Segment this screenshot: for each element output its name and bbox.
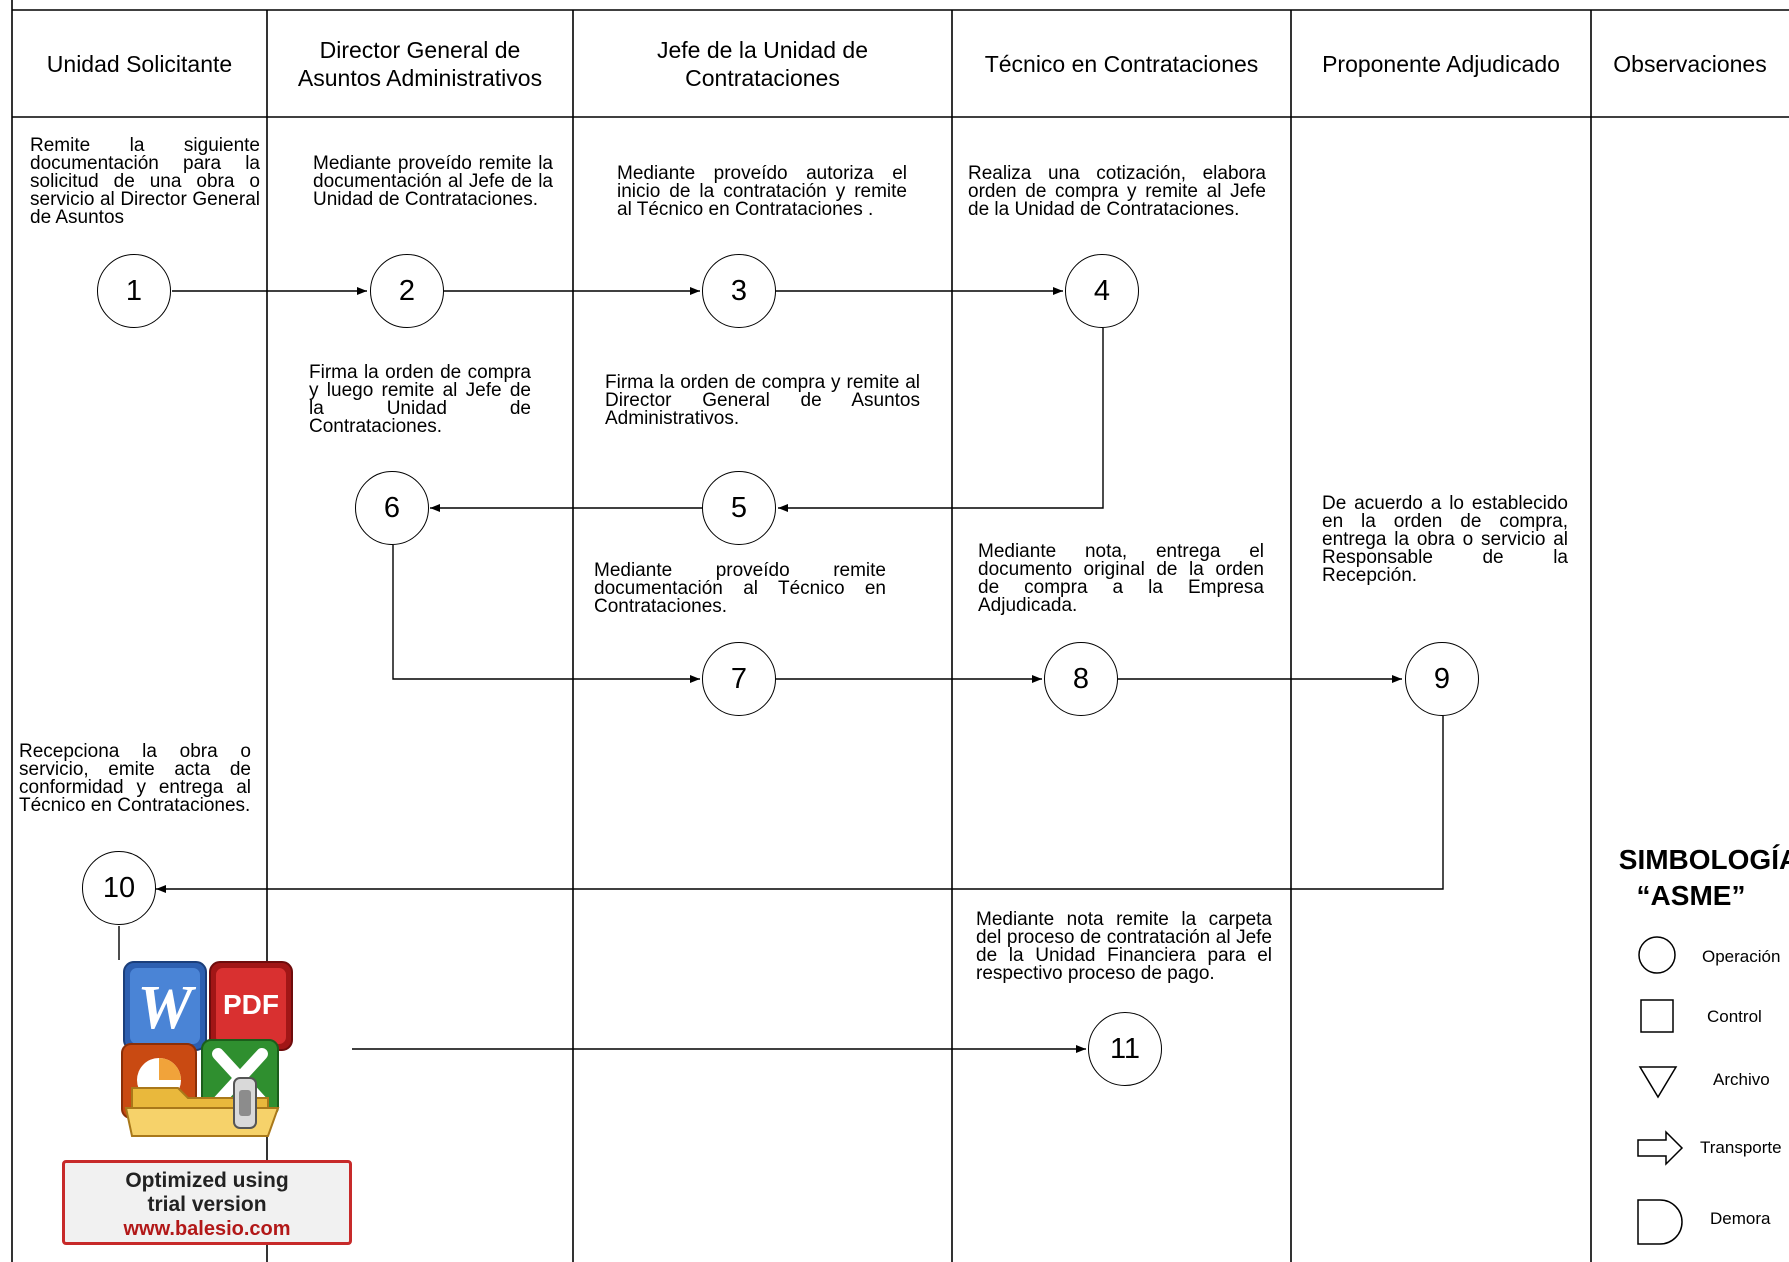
step-node-6: 6 — [355, 471, 429, 545]
legend-title: SIMBOLOGÍA — [1618, 844, 1789, 875]
step-4-description: Realiza una cotización, elabora orden de… — [968, 163, 1266, 220]
word-icon: W — [123, 961, 207, 1051]
badge-line-1: Optimized using — [125, 1169, 289, 1192]
control-symbol-icon — [1640, 999, 1674, 1033]
step-5-description: Firma la orden de compra y remite al Dir… — [605, 372, 920, 429]
zipper-icon — [233, 1077, 257, 1129]
pdf-icon: PDF — [209, 961, 293, 1051]
legend-label-demora: Demora — [1710, 1209, 1771, 1228]
legend-label-archivo: Archivo — [1713, 1070, 1770, 1089]
header-observaciones: Observaciones — [1613, 50, 1767, 77]
header-tecnico: Técnico en Contrataciones — [984, 50, 1259, 77]
step-node-10: 10 — [82, 851, 156, 925]
step-1-description: Remite la siguiente documentación para l… — [30, 135, 260, 228]
step-node-8: 8 — [1044, 642, 1118, 716]
header-unidad-solicitante: Unidad Solicitante — [46, 50, 233, 77]
legend-subtitle: “ASME” — [1636, 880, 1746, 911]
demora-symbol-icon — [1637, 1199, 1683, 1245]
step-node-3: 3 — [702, 254, 776, 328]
legend-label-transporte: Transporte — [1700, 1138, 1782, 1157]
transporte-symbol-icon — [1637, 1130, 1684, 1166]
step-node-2: 2 — [370, 254, 444, 328]
step-7-description: Mediante proveído remite documentación a… — [594, 560, 886, 617]
step-2-description: Mediante proveído remite la documentació… — [313, 153, 553, 210]
arrow-6-7 — [392, 545, 700, 683]
header-director-general: Director General de Asuntos Administrati… — [297, 36, 543, 91]
svg-text:W: W — [137, 974, 196, 1042]
operacion-symbol-icon — [1638, 936, 1676, 974]
arrow-4-5 — [778, 328, 1104, 512]
header-jefe-unidad: Jefe de la Unidad de Contrataciones — [657, 36, 868, 91]
step-node-11: 11 — [1088, 1012, 1162, 1086]
badge-line-2: trial version — [147, 1193, 267, 1216]
step-node-5: 5 — [702, 471, 776, 545]
step-3-description: Mediante proveído autoriza el inicio de … — [617, 163, 907, 220]
archivo-symbol-icon — [1638, 1066, 1678, 1099]
step-node-4: 4 — [1065, 254, 1139, 328]
step-6-description: Firma la orden de compra y luego remite … — [309, 362, 531, 437]
office-icons-logo: W PDF — [121, 961, 293, 1137]
badge-url: www.balesio.com — [123, 1218, 291, 1240]
step-9-description: De acuerdo a lo establecido en la orden … — [1322, 493, 1568, 586]
legend-label-control: Control — [1707, 1007, 1762, 1026]
arrow-9-10 — [156, 716, 1444, 893]
step-node-1: 1 — [97, 254, 171, 328]
legend-label-operacion: Operación — [1702, 947, 1781, 966]
step-11-description: Mediante nota remite la carpeta del proc… — [976, 909, 1272, 984]
svg-text:PDF: PDF — [223, 989, 279, 1020]
trial-version-badge: Optimized using trial version www.balesi… — [62, 1160, 352, 1245]
legend-symbols — [1637, 936, 1684, 1245]
step-8-description: Mediante nota, entrega el documento orig… — [978, 541, 1264, 616]
header-proponente: Proponente Adjudicado — [1322, 50, 1560, 77]
step-node-7: 7 — [702, 642, 776, 716]
step-10-description: Recepciona la obra o servicio, emite act… — [19, 741, 251, 816]
step-node-9: 9 — [1405, 642, 1479, 716]
